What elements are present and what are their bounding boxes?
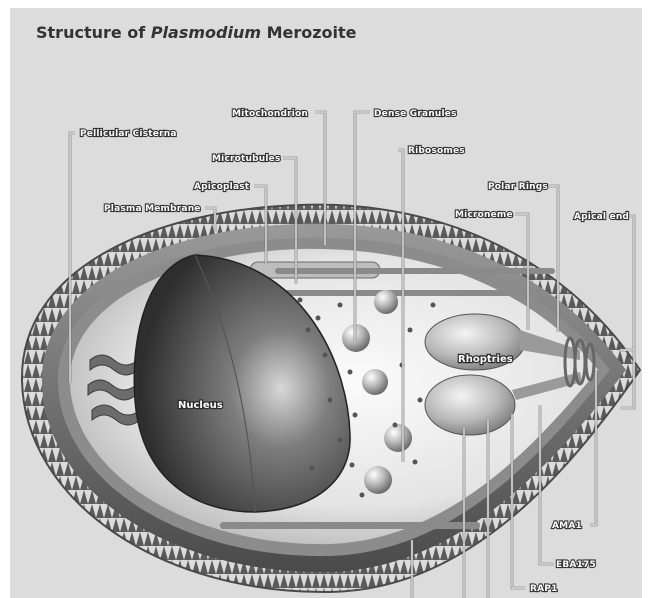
label-polar-rings: Polar Rings [488,182,548,192]
dense-granule [374,290,398,314]
label-mitochondrion: Mitochondrion [232,109,308,119]
label-rap1: RAP1 [530,584,558,594]
dense-granule [364,466,392,494]
label-eba175: EBA175 [556,560,596,570]
label-microneme: Microneme [455,210,513,220]
dense-granule [384,424,412,452]
label-microtubules: Microtubules [212,154,281,164]
label-plasma-membrane: Plasma Membrane [104,204,201,214]
label-apicoplast: Apicoplast [194,182,250,192]
label-pellicular-cisterna: Pellicular Cisterna [80,129,177,139]
label-rhoptries: Rhoptries [458,354,513,365]
label-nucleus: Nucleus [178,400,223,411]
label-dense-granules: Dense Granules [374,109,457,119]
label-ama1: AMA1 [552,521,582,531]
label-apical-end: Apical end [574,212,629,222]
dense-granule [362,369,388,395]
diagram-title: Structure of Plasmodium Merozoite [36,23,357,42]
rhoptry-lower [425,375,515,435]
label-ribosomes: Ribosomes [408,146,465,156]
